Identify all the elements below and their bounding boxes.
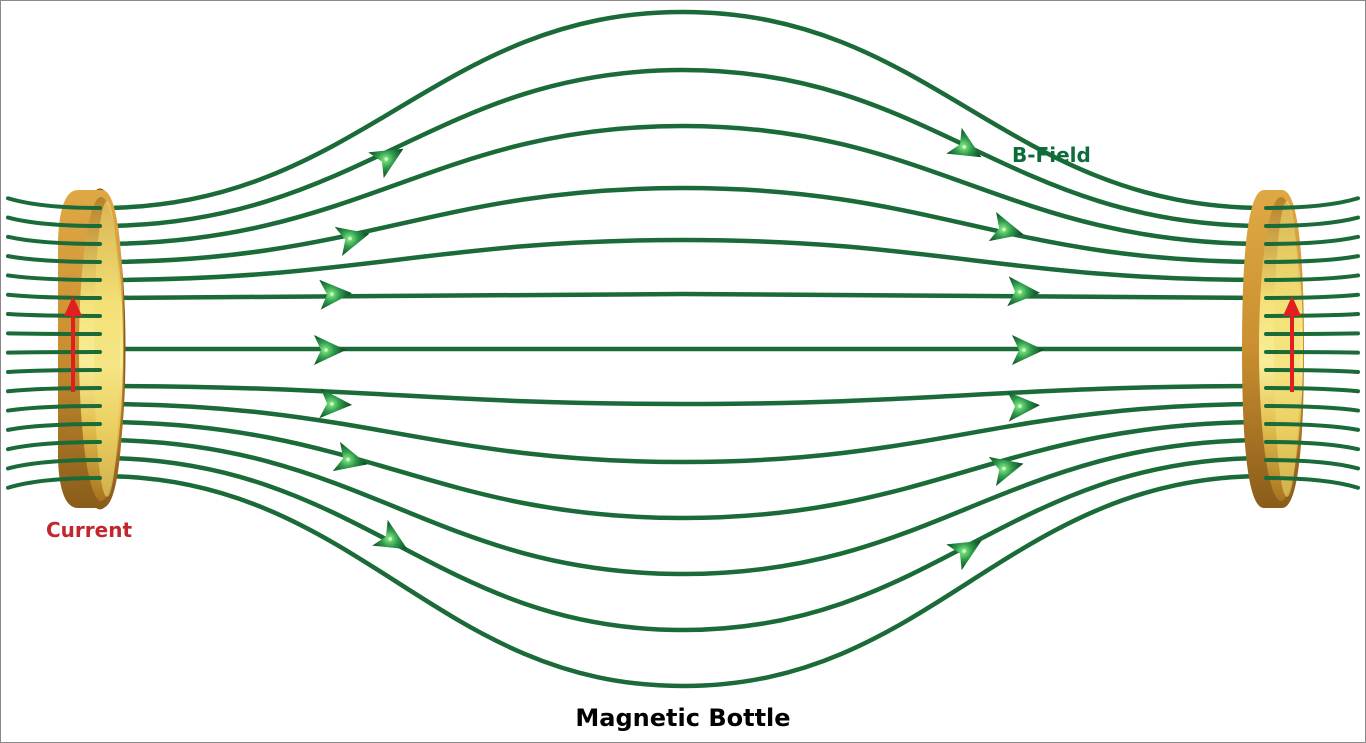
field-lines-front: [6, 196, 1360, 490]
field-line: [97, 185, 1269, 265]
field-line: [97, 291, 1269, 301]
field-line: [1264, 312, 1360, 318]
field-line: [1264, 234, 1360, 246]
left-coil-front: [58, 188, 126, 510]
field-direction-arrow-icon: [988, 456, 1024, 486]
field-line: [6, 404, 102, 413]
field-line: [1264, 476, 1360, 490]
field-line: [97, 473, 1269, 689]
field-direction-arrow-icon: [319, 388, 352, 419]
field-direction-arrow-icon: [1012, 335, 1044, 365]
diagram-title: Magnetic Bottle: [575, 704, 791, 732]
field-line: [6, 254, 102, 264]
field-line: [1264, 331, 1360, 336]
field-line: [6, 476, 102, 490]
field-line: [1264, 404, 1360, 413]
field-line: [6, 292, 102, 300]
field-line: [97, 9, 1269, 211]
field-line: [6, 386, 102, 394]
field-line: [6, 422, 102, 432]
current-arrow-icon: [64, 296, 82, 392]
field-direction-arrow-icon: [332, 442, 368, 472]
current-arrow-icon: [1283, 296, 1301, 392]
field-direction-arrow-icon: [334, 226, 370, 256]
field-line: [6, 215, 102, 228]
field-line: [6, 234, 102, 246]
field-line: [6, 350, 102, 355]
field-direction-arrow-icon: [946, 540, 982, 571]
field-line: [1264, 458, 1360, 471]
field-line: [97, 383, 1269, 407]
field-line: [1264, 273, 1360, 282]
field-direction-arrow-icon: [1007, 391, 1040, 422]
field-arrows: [314, 127, 1044, 571]
field-line: [1264, 386, 1360, 394]
field-line: [97, 401, 1269, 465]
field-line: [6, 368, 102, 374]
field-line: [1264, 440, 1360, 452]
current-label: Current: [46, 518, 133, 542]
field-lines: [97, 9, 1269, 689]
field-line: [6, 312, 102, 318]
field-line: [1264, 215, 1360, 228]
field-line: [1264, 368, 1360, 374]
field-line: [1264, 292, 1360, 300]
field-line: [97, 123, 1269, 247]
field-direction-arrow-icon: [988, 212, 1024, 242]
field-line: [6, 331, 102, 336]
field-direction-arrow-icon: [1007, 276, 1040, 307]
field-line: [97, 419, 1269, 521]
field-line: [1264, 254, 1360, 264]
field-line: [97, 455, 1269, 633]
field-line: [97, 237, 1269, 283]
field-direction-arrow-icon: [372, 519, 408, 550]
b-field-label: B-Field: [1012, 143, 1091, 167]
field-line: [1264, 196, 1360, 210]
field-line: [6, 440, 102, 452]
field-direction-arrow-icon: [314, 335, 346, 365]
field-line: [1264, 422, 1360, 432]
field-direction-arrow-icon: [946, 127, 982, 158]
field-line: [97, 67, 1269, 229]
field-line: [1264, 350, 1360, 355]
field-line: [6, 458, 102, 471]
field-line: [6, 196, 102, 210]
field-line: [97, 437, 1269, 577]
field-direction-arrow-icon: [368, 148, 404, 179]
field-line: [6, 273, 102, 282]
field-direction-arrow-icon: [319, 279, 352, 310]
